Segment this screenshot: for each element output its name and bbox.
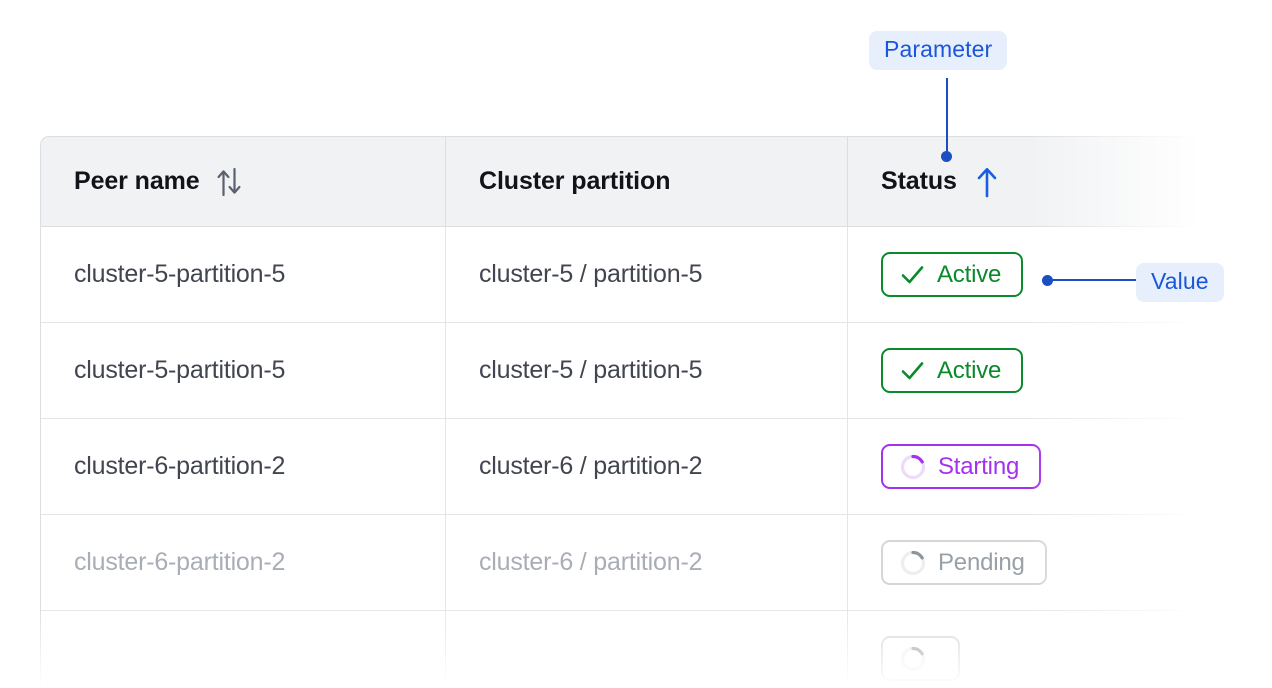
status-badge-pending <box>881 636 960 681</box>
spinner-icon <box>899 453 927 481</box>
table-row[interactable] <box>41 611 1224 688</box>
check-icon <box>899 261 926 288</box>
status-label: Active <box>937 260 1002 288</box>
column-header-label: Cluster partition <box>479 167 671 195</box>
table-row[interactable]: cluster-5-partition-5 cluster-5 / partit… <box>41 323 1224 419</box>
cell-status: Pending <box>847 515 1225 610</box>
column-header-label: Peer name <box>74 167 200 195</box>
parameter-leader-line <box>946 78 948 156</box>
cell-peer-name: cluster-6-partition-2 <box>74 548 286 576</box>
parameter-anchor-dot <box>941 151 952 162</box>
value-leader-line <box>1047 279 1137 281</box>
table-row[interactable]: cluster-5-partition-5 cluster-5 / partit… <box>41 227 1224 323</box>
status-badge-active: Active <box>881 252 1024 297</box>
cell-status: Starting <box>847 419 1225 514</box>
cell-peer-name: cluster-5-partition-5 <box>74 260 286 288</box>
spinner-icon <box>899 645 927 673</box>
parameter-callout: Parameter <box>869 31 1008 70</box>
table-body: cluster-5-partition-5 cluster-5 / partit… <box>40 227 1225 688</box>
cell-cluster-partition: cluster-5 / partition-5 <box>445 323 847 418</box>
cell-cluster-partition: cluster-6 / partition-2 <box>445 419 847 514</box>
cell-status <box>847 611 1225 688</box>
status-badge-active: Active <box>881 348 1024 393</box>
status-label: Starting <box>938 452 1020 480</box>
cell-cluster-partition: cluster-6 / partition-2 <box>445 515 847 610</box>
cell-peer-name: cluster-5-partition-5 <box>74 356 286 384</box>
table-header-row: Peer name Cluster partition Status <box>40 136 1225 227</box>
cell-peer-name <box>41 611 445 688</box>
cell-peer-name: cluster-6-partition-2 <box>74 452 286 480</box>
value-anchor-dot <box>1042 275 1053 286</box>
cell-cluster-partition <box>445 611 847 688</box>
cell-status: Active <box>847 227 1225 322</box>
value-callout: Value <box>1136 263 1224 302</box>
table-row[interactable]: cluster-6-partition-2 cluster-6 / partit… <box>41 515 1224 611</box>
status-label: Active <box>937 356 1002 384</box>
status-badge-starting: Starting <box>881 444 1042 489</box>
table-row[interactable]: cluster-6-partition-2 cluster-6 / partit… <box>41 419 1224 515</box>
arrow-up-icon[interactable] <box>973 166 1001 198</box>
status-badge-pending: Pending <box>881 540 1047 585</box>
peers-table: Peer name Cluster partition Status <box>40 136 1225 688</box>
column-header-label: Status <box>881 167 957 195</box>
spinner-icon <box>899 549 927 577</box>
sort-both-icon[interactable] <box>216 167 242 197</box>
cell-cluster-partition: cluster-5 / partition-5 <box>445 227 847 322</box>
column-header-cluster-partition[interactable]: Cluster partition <box>445 137 847 226</box>
column-header-peer-name[interactable]: Peer name <box>41 137 445 226</box>
check-icon <box>899 357 926 384</box>
status-label: Pending <box>938 548 1025 576</box>
cell-status: Active <box>847 323 1225 418</box>
column-header-status[interactable]: Status <box>847 137 1225 226</box>
